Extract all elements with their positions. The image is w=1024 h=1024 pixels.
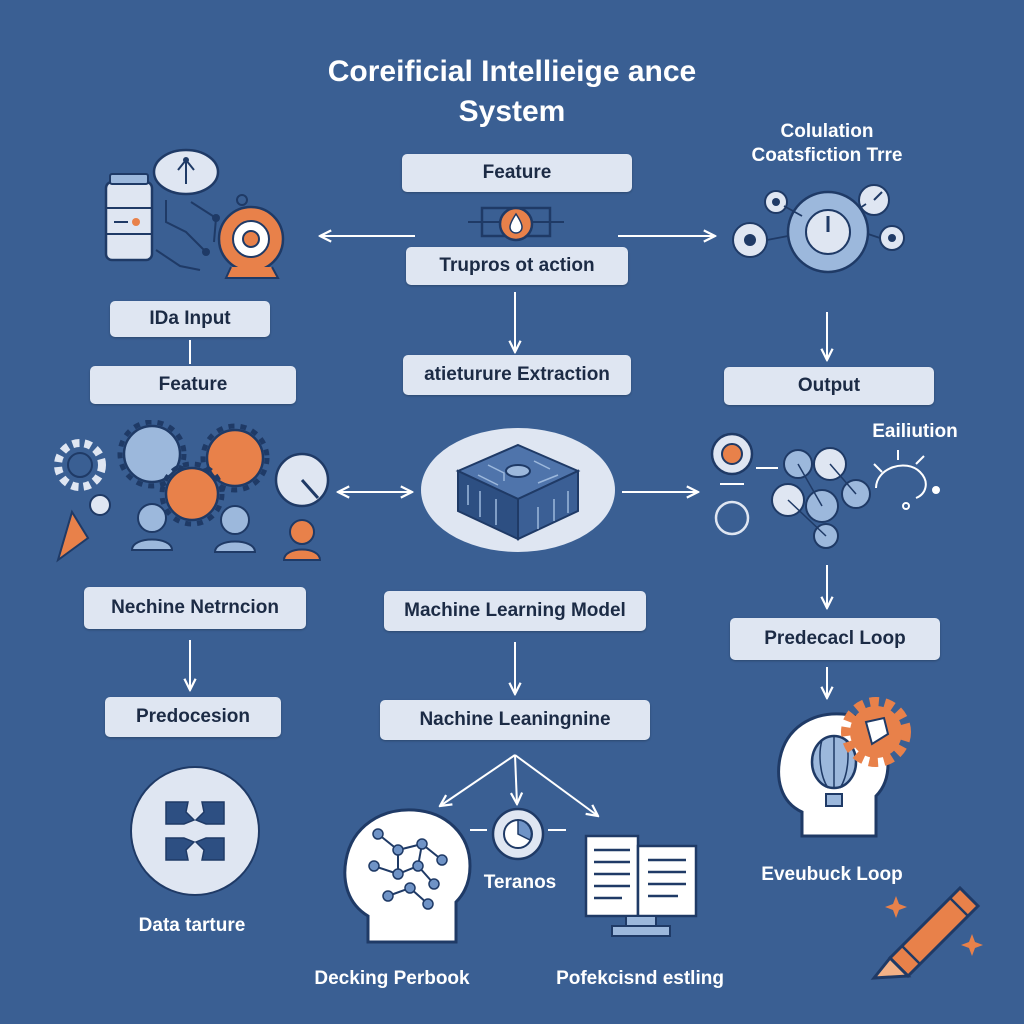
box-predocesion[interactable]: Predocesion [105, 697, 281, 737]
arrow-engine-to-pie [515, 754, 517, 804]
box-feature-top[interactable]: Feature [402, 154, 632, 192]
evaluation-illustration [710, 432, 940, 549]
feedback-loop-illustration [777, 697, 911, 838]
box-output[interactable]: Output [724, 367, 934, 405]
diagram-title: Coreificial Intellieige ance System [212, 52, 812, 132]
decking-perbook-illustration [343, 808, 472, 944]
box-nechine-netrncion[interactable]: Nechine Netrncion [84, 587, 306, 629]
lightbulb-icon [152, 148, 220, 196]
flask-icon [498, 206, 534, 242]
label-pofekcisnd-estling: Pofekcisnd estling [556, 968, 724, 989]
data-tarture-illustration [130, 766, 260, 896]
box-trupros-action[interactable]: Trupros ot action [406, 247, 628, 285]
box-machine-learning-model[interactable]: Machine Learning Model [384, 591, 646, 631]
label-eailiution: Eailiution [872, 421, 958, 442]
sparkle-icon [885, 896, 983, 956]
data-input-illustration [104, 148, 285, 279]
gauge-icon [786, 190, 870, 274]
label-decking-perbook: Decking Perbook [314, 968, 470, 989]
circuit-chip-icon [455, 443, 581, 541]
box-atieture-extraction[interactable]: atieturure Extraction [403, 355, 631, 395]
arrow-engine-to-brain [440, 754, 516, 806]
box-feature-left[interactable]: Feature [90, 366, 296, 404]
arrow-engine-to-document [514, 754, 598, 816]
label-colulation: Colulation [780, 121, 874, 142]
label-teranos: Teranos [483, 872, 557, 893]
flask-illustration [468, 206, 564, 242]
document-monitor-icon [584, 834, 698, 937]
label-coatsfiction-trre: Coatsfiction Trre [751, 145, 903, 166]
title-line-1: Coreificial Intellieige ance [327, 55, 697, 88]
pie-chart-illustration [491, 807, 545, 861]
gears-icon [54, 420, 330, 527]
box-predecacl-loop[interactable]: Predecacl Loop [730, 618, 940, 660]
box-nachine-leaningnine[interactable]: Nachine Leaningnine [380, 700, 650, 740]
network-icon [771, 447, 871, 549]
title-line-2: System [458, 95, 566, 128]
crayon-illustration [870, 885, 983, 980]
classification-tree-illustration [732, 184, 905, 274]
label-eveubuck-loop: Eveubuck Loop [761, 864, 903, 885]
gears-people-illustration [54, 420, 330, 563]
box-ida-input[interactable]: IDa Input [110, 301, 270, 337]
crayon-icon [870, 885, 981, 980]
person-icon [130, 503, 322, 561]
pofekcisnd-illustration [584, 834, 698, 937]
brain-head-icon [343, 808, 472, 944]
label-data-tarture: Data tarture [138, 915, 246, 936]
gear-icon [841, 697, 911, 767]
server-icon [104, 173, 154, 262]
ml-model-illustration [421, 428, 615, 552]
target-icon [217, 194, 285, 279]
pie-chart-icon [491, 807, 545, 861]
puzzle-icon [165, 801, 225, 861]
